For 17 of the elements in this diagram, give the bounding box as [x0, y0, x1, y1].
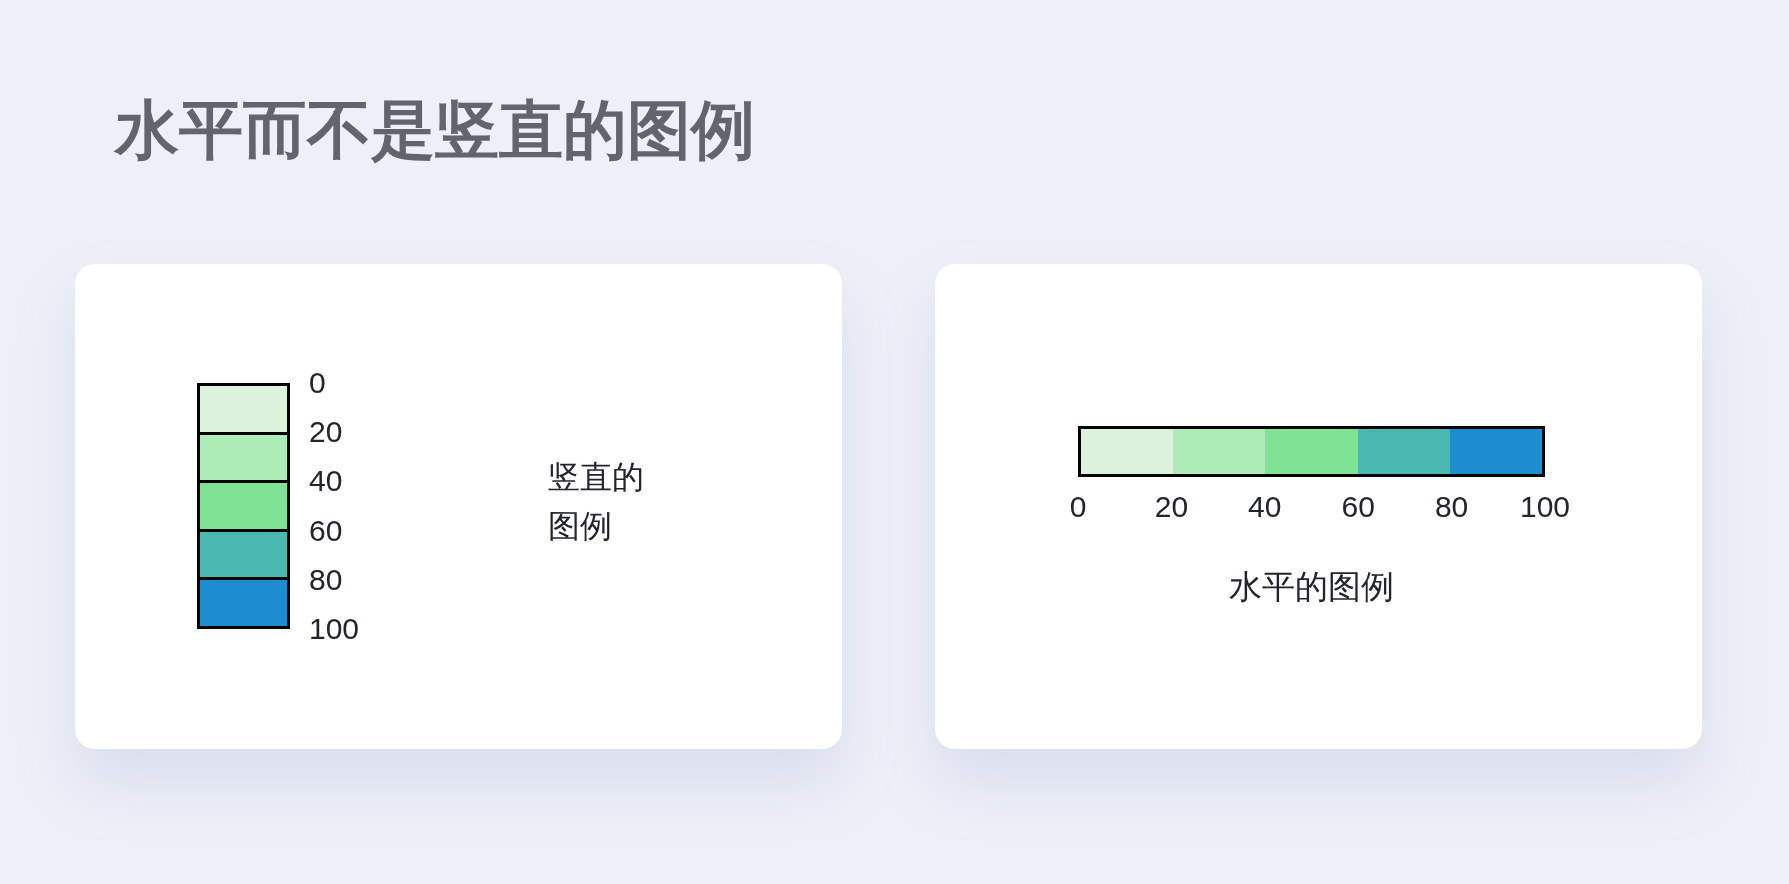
tick-label: 0	[1069, 490, 1087, 524]
card	[75, 264, 842, 749]
legend-caption: 竖直的图例	[548, 457, 645, 547]
tick-label: 100	[1519, 490, 1571, 524]
tick-label: 0	[309, 366, 326, 400]
title: 水平而不是竖直的图例	[115, 92, 755, 168]
tick-label: 80	[1434, 490, 1469, 524]
tick-label: 20	[1154, 490, 1189, 524]
tick-label: 40	[1248, 490, 1282, 524]
tick-label: 40	[309, 464, 343, 499]
tick-label: 60	[1341, 490, 1375, 524]
tick-label: 60	[309, 513, 343, 548]
tick-label: 80	[309, 562, 343, 597]
card	[935, 264, 1702, 749]
legend-caption: 水平的图例	[1228, 566, 1395, 608]
tick-label: 100	[309, 612, 360, 646]
tick-label: 20	[309, 415, 343, 450]
